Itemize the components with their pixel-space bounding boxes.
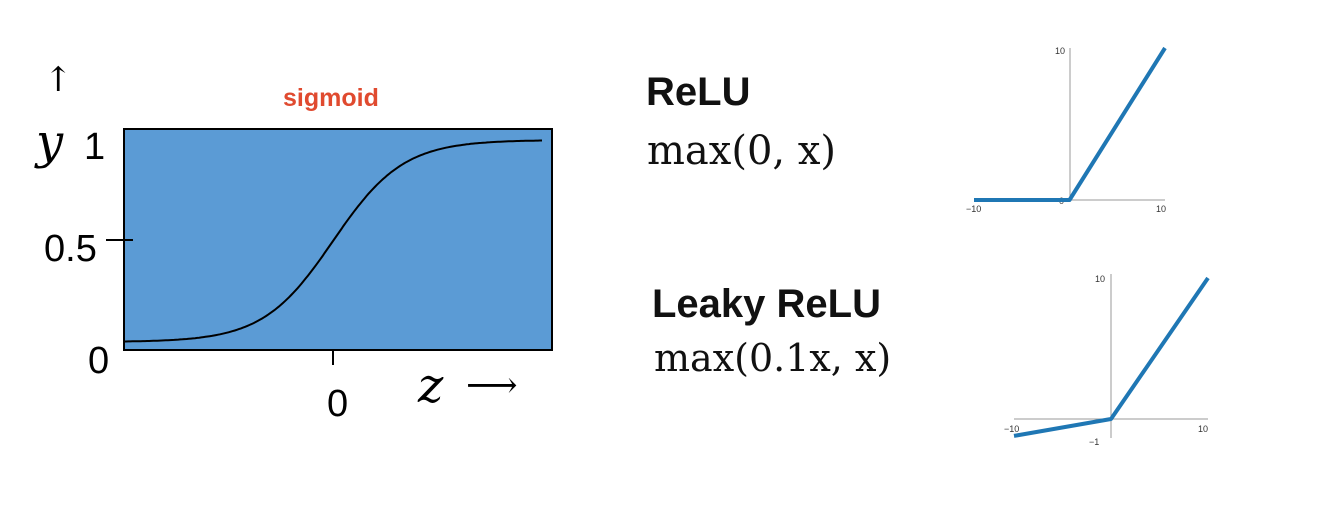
y-axis-label: y [36, 114, 64, 170]
relu-plot: 10 0 −10 10 [966, 46, 1167, 212]
x-right-arrow: ⟶ [466, 365, 518, 406]
y-tick-0: 0 [88, 340, 110, 382]
relu-line [974, 46, 1167, 202]
y-up-arrow: ↑ [44, 60, 73, 100]
relu-tick-right: 10 [1156, 204, 1166, 212]
sigmoid-plot-area [123, 128, 553, 351]
leaky-relu-plot: 10 −10 −1 10 [1004, 274, 1210, 447]
sigmoid-curve [124, 139, 542, 343]
leaky-relu-line [1013, 276, 1210, 438]
y-tick-0-5: 0.5 [44, 228, 97, 270]
sigmoid-title: sigmoid [283, 84, 379, 112]
sigmoid-plot [106, 128, 553, 365]
leaky-tick-top: 10 [1095, 274, 1105, 284]
y-tick-1: 1 [84, 126, 106, 168]
leaky-tick-origin: −1 [1089, 437, 1099, 447]
relu-tick-top: 10 [1055, 46, 1065, 56]
relu-formula: max(0, x) [647, 128, 836, 174]
leaky-relu-formula: max(0.1x, x) [654, 336, 892, 380]
relu-name: ReLU [646, 70, 751, 114]
leaky-tick-left: −10 [1004, 424, 1019, 434]
x-axis-label: z [418, 358, 444, 414]
leaky-relu-name: Leaky ReLU [652, 282, 881, 326]
leaky-tick-right: 10 [1198, 424, 1208, 434]
relu-tick-left: −10 [966, 204, 981, 212]
x-tick-0: 0 [327, 383, 349, 425]
